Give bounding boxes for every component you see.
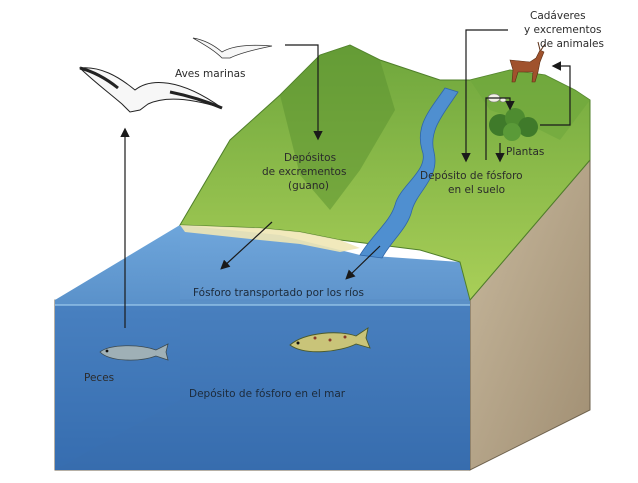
label-fish: Peces <box>84 372 115 384</box>
river <box>359 87 459 259</box>
beach <box>180 225 360 252</box>
plants-icon <box>489 108 538 141</box>
label-carcasses-line2: y excrementos <box>524 24 602 36</box>
arrow-soil-to-plants <box>485 97 515 160</box>
arrow-birds-to-guano <box>285 44 323 141</box>
label-river-transport: Fósforo transportado por los ríos <box>193 287 364 299</box>
label-guano-line3: (guano) <box>288 180 330 192</box>
label-guano-line1: Depósitos <box>284 152 337 164</box>
label-soil-line1: Depósito de fósforo <box>420 170 523 182</box>
deer-icon <box>509 41 546 83</box>
arrow-plants-to-animals <box>540 61 571 126</box>
label-sea-deposit: Depósito de fósforo en el mar <box>189 388 346 400</box>
fish-trout-icon <box>289 327 371 353</box>
label-soil-line2: en el suelo <box>448 184 506 196</box>
label-carcasses-line1: Cadáveres <box>530 10 586 22</box>
hill-shadow-right <box>470 70 590 140</box>
arrow-guano-to-sea <box>220 221 273 270</box>
seabird-small-icon <box>192 37 273 59</box>
seabird-large-icon <box>78 66 223 113</box>
label-carcasses-line3: de animales <box>540 38 604 50</box>
fish-small-icon <box>99 343 169 361</box>
hill-shadow <box>280 45 395 210</box>
arrow-river-to-sea <box>345 245 381 280</box>
label-guano-line2: de excrementos <box>262 166 347 178</box>
arrow-animals-to-soil <box>461 29 508 163</box>
label-seabirds: Aves marinas <box>175 68 246 80</box>
label-plants: Plantas <box>506 146 545 158</box>
